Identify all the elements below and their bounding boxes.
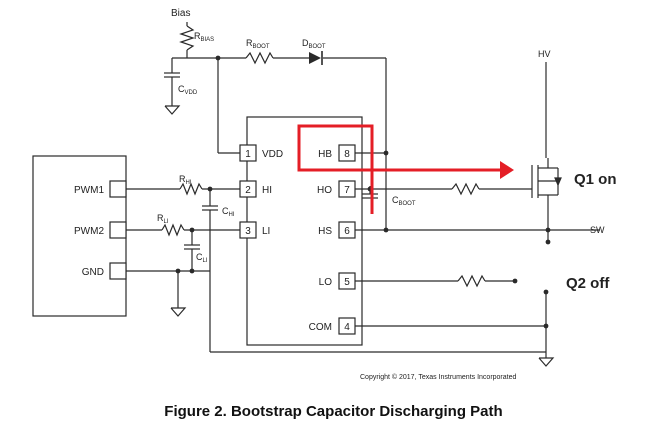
r-boot-resistor [245, 51, 274, 65]
pin-name-com: COM [309, 322, 332, 333]
r-li-resistor [161, 223, 185, 237]
pin-number: 7 [344, 185, 350, 196]
discharge-path-highlight [297, 124, 500, 214]
svg-text:CHI: CHI [222, 206, 235, 218]
svg-text:RHI: RHI [179, 174, 192, 186]
svg-text:RLI: RLI [157, 213, 169, 225]
pwm1-label: PWM1 [74, 185, 104, 196]
d-boot-diode [309, 52, 321, 64]
pwm2-label: PWM2 [74, 226, 104, 237]
pin-number: 1 [245, 149, 251, 160]
ground-symbol [538, 357, 555, 367]
q2-annotation: Q2 off [566, 275, 610, 292]
svg-text:CLI: CLI [196, 252, 208, 264]
pwm1-pin [109, 180, 127, 198]
r-bias-resistor [179, 25, 195, 51]
pin-name-hs: HS [318, 226, 332, 237]
svg-text:RBOOT: RBOOT [246, 38, 270, 50]
pin-name-ho: HO [317, 185, 332, 196]
hb-highlight-box [297, 124, 374, 172]
ground-symbol [170, 307, 187, 317]
pin-number: 4 [344, 322, 350, 333]
bias-label: Bias [171, 8, 190, 19]
svg-text:CVDD: CVDD [178, 84, 198, 96]
pwm2-pin [109, 221, 127, 239]
pin-number: 5 [344, 277, 350, 288]
gnd-label: GND [82, 267, 104, 278]
svg-text:CBOOT: CBOOT [392, 195, 416, 207]
r-lo-resistor [457, 274, 486, 288]
pin-number: 3 [245, 226, 251, 237]
pin-name-vdd: VDD [262, 149, 283, 160]
hv-label: HV [538, 49, 551, 59]
copyright-text: Copyright © 2017, Texas Instruments Inco… [360, 373, 516, 381]
body-diode-icon [554, 177, 562, 187]
pin-number: 2 [245, 185, 251, 196]
pin-name-lo: LO [319, 277, 333, 288]
pin-number: 8 [344, 149, 350, 160]
ground-symbol [164, 105, 181, 115]
sw-label: SW [590, 225, 605, 235]
q1-mosfet [531, 158, 559, 230]
r-gate-hi-resistor [451, 182, 480, 196]
gnd-pin [109, 262, 127, 280]
arrow-icon [500, 161, 514, 179]
figure-caption: Figure 2. Bootstrap Capacitor Dischargin… [164, 403, 503, 420]
pin-number: 6 [344, 226, 350, 237]
pin-name-hb: HB [318, 149, 332, 160]
svg-text:DBOOT: DBOOT [302, 38, 326, 50]
pin-name-li: LI [262, 226, 270, 237]
pin-name-hi: HI [262, 185, 272, 196]
r-hi-resistor [179, 182, 203, 196]
svg-text:RBIAS: RBIAS [194, 31, 214, 43]
q1-annotation: Q1 on [574, 171, 617, 188]
